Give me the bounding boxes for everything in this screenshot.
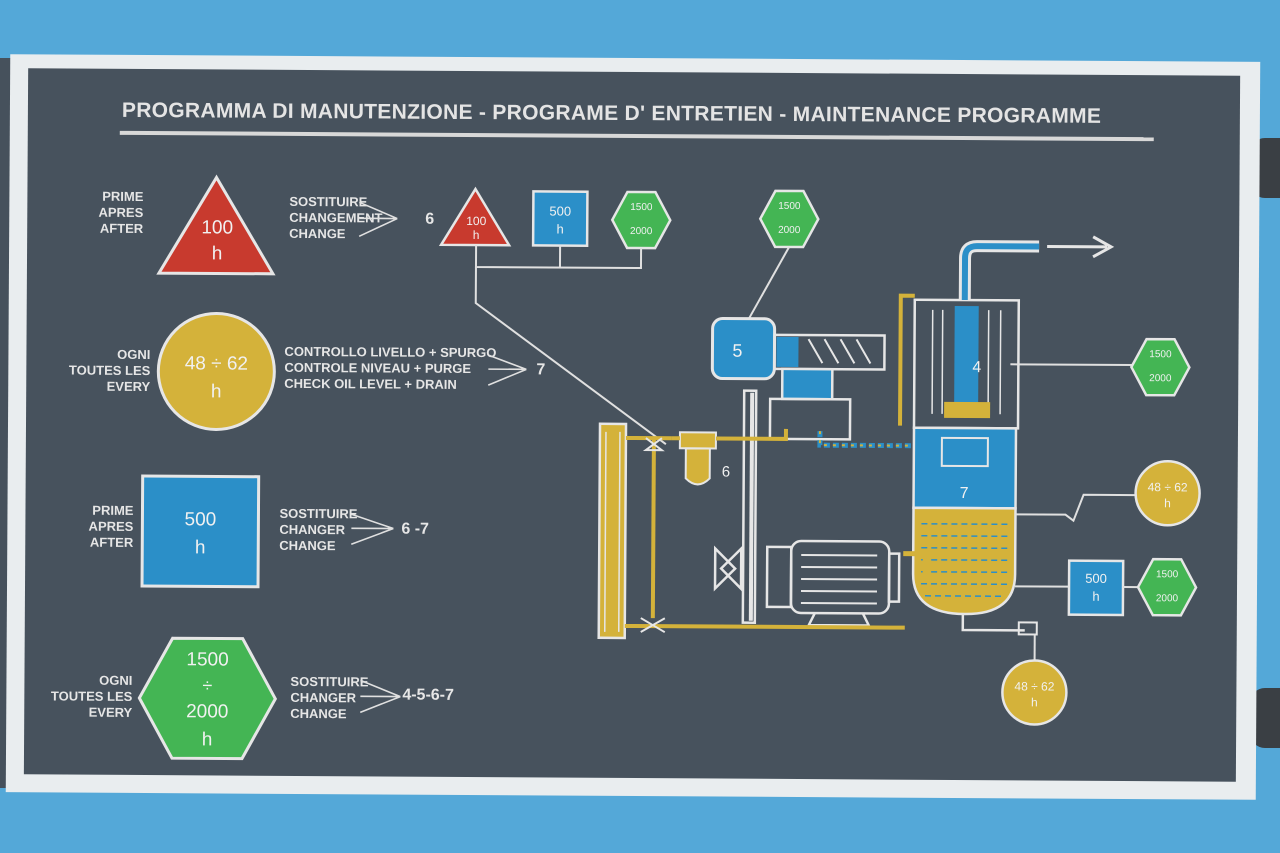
svg-text:1500: 1500 xyxy=(1149,349,1172,360)
oil-tank-7: 7 xyxy=(903,426,1038,636)
brace-row-2 xyxy=(487,354,527,386)
brace-row-1 xyxy=(358,201,398,238)
badge-hex-top-left: 1500 2000 xyxy=(610,190,672,250)
svg-text:4: 4 xyxy=(972,359,981,376)
svg-text:2000: 2000 xyxy=(630,226,653,237)
svg-text:48 ÷ 62: 48 ÷ 62 xyxy=(1014,679,1054,693)
badge-hex-oil: 1500 2000 xyxy=(1136,557,1198,617)
compressor-unit-5: 5 xyxy=(710,317,886,441)
badge-circle-level-check: 48 ÷ 62 h xyxy=(1134,460,1201,527)
brace-row-4 xyxy=(359,679,401,714)
svg-text:h: h xyxy=(211,381,222,402)
svg-text:48 ÷ 62: 48 ÷ 62 xyxy=(1148,480,1188,494)
electric-motor xyxy=(765,539,901,627)
svg-text:2000: 2000 xyxy=(1149,373,1172,384)
svg-text:h: h xyxy=(1164,496,1171,510)
svg-text:1500: 1500 xyxy=(630,202,653,213)
oil-cooler xyxy=(597,422,905,640)
red-triangle-100h-icon: 100 h xyxy=(156,174,276,276)
green-hexagon-1500-2000h-icon: 1500 ÷ 2000 h xyxy=(137,636,278,761)
brace-row-3 xyxy=(350,513,394,546)
svg-text:500: 500 xyxy=(185,509,217,530)
compressor-diagram: 100 h 500 h 1500 2000 150 xyxy=(438,186,1201,726)
svg-text:1500: 1500 xyxy=(186,649,228,670)
svg-text:1500: 1500 xyxy=(778,201,801,212)
svg-text:h: h xyxy=(557,222,564,237)
badge-circle-drain: 48 ÷ 62 h xyxy=(1001,659,1068,726)
svg-text:h: h xyxy=(1031,695,1038,709)
blue-square-500h-icon: 500 h xyxy=(140,474,261,589)
svg-text:5: 5 xyxy=(732,341,742,361)
svg-text:÷: ÷ xyxy=(202,675,212,695)
svg-text:h: h xyxy=(202,729,213,750)
svg-text:6: 6 xyxy=(722,464,730,481)
svg-text:2000: 2000 xyxy=(778,225,801,236)
svg-text:2000: 2000 xyxy=(186,701,228,722)
svg-text:500: 500 xyxy=(549,203,571,218)
svg-text:500: 500 xyxy=(1085,571,1107,586)
svg-text:1500: 1500 xyxy=(1156,569,1179,580)
svg-text:h: h xyxy=(195,537,206,558)
plate-panel: PROGRAMMA DI MANUTENZIONE - PROGRAME D' … xyxy=(23,68,1241,782)
badge-hex-motor: 1500 2000 xyxy=(758,189,820,249)
svg-text:h: h xyxy=(473,228,480,242)
maintenance-plate: PROGRAMMA DI MANUTENZIONE - PROGRAME D' … xyxy=(5,54,1261,800)
svg-text:h: h xyxy=(1092,589,1099,604)
badge-tri-100h: 100 h xyxy=(438,186,512,247)
svg-text:48 ÷ 62: 48 ÷ 62 xyxy=(185,353,248,374)
svg-text:h: h xyxy=(212,243,223,264)
svg-text:100: 100 xyxy=(466,214,486,228)
svg-text:7: 7 xyxy=(960,485,969,502)
badge-square-oil: 500 h xyxy=(1067,559,1125,617)
svg-text:2000: 2000 xyxy=(1156,593,1179,604)
badge-square-500h: 500 h xyxy=(531,190,589,247)
badge-hex-separator: 1500 2000 xyxy=(1129,337,1191,397)
separator-tank-4: 4 xyxy=(898,235,1115,430)
yellow-circle-48-62h-icon: 48 ÷ 62 h xyxy=(156,311,276,431)
svg-text:100: 100 xyxy=(201,217,233,238)
